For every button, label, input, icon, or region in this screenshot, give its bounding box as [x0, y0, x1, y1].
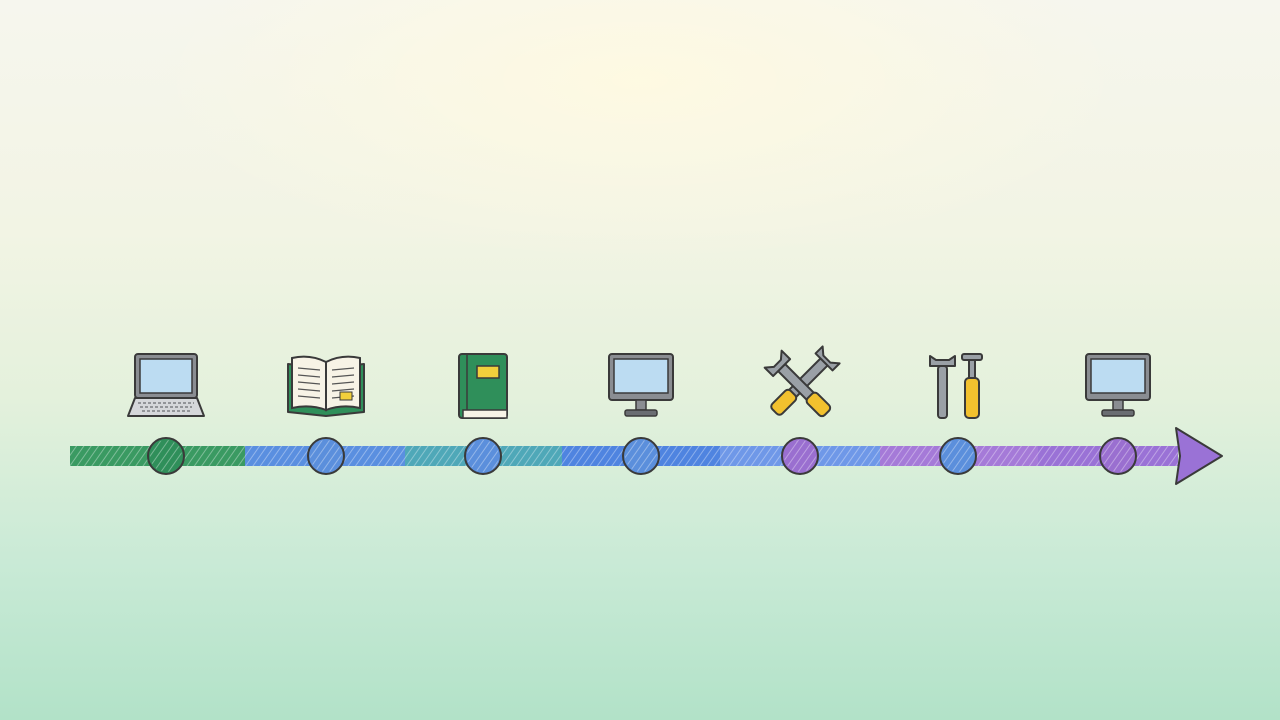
timeline-node-texture: [942, 440, 974, 472]
timeline-node-texture: [150, 440, 182, 472]
timeline-nodes: [147, 437, 1137, 475]
timeline-node-texture: [1102, 440, 1134, 472]
wrench-screwdriver-icon: [929, 353, 983, 419]
crossed-tools-icon: [763, 345, 841, 418]
monitor-icon: [608, 353, 674, 417]
timeline-arrow: [1175, 427, 1223, 485]
open-book-icon: [287, 355, 365, 417]
timeline-node-texture: [625, 440, 657, 472]
closed-book-icon: [458, 353, 508, 419]
timeline-node-texture: [310, 440, 342, 472]
laptop-icon: [127, 353, 205, 417]
timeline-node-texture: [467, 440, 499, 472]
arrow-head: [1175, 427, 1223, 485]
timeline-icons: [127, 345, 1151, 419]
timeline-node-texture: [784, 440, 816, 472]
monitor-icon: [1085, 353, 1151, 417]
